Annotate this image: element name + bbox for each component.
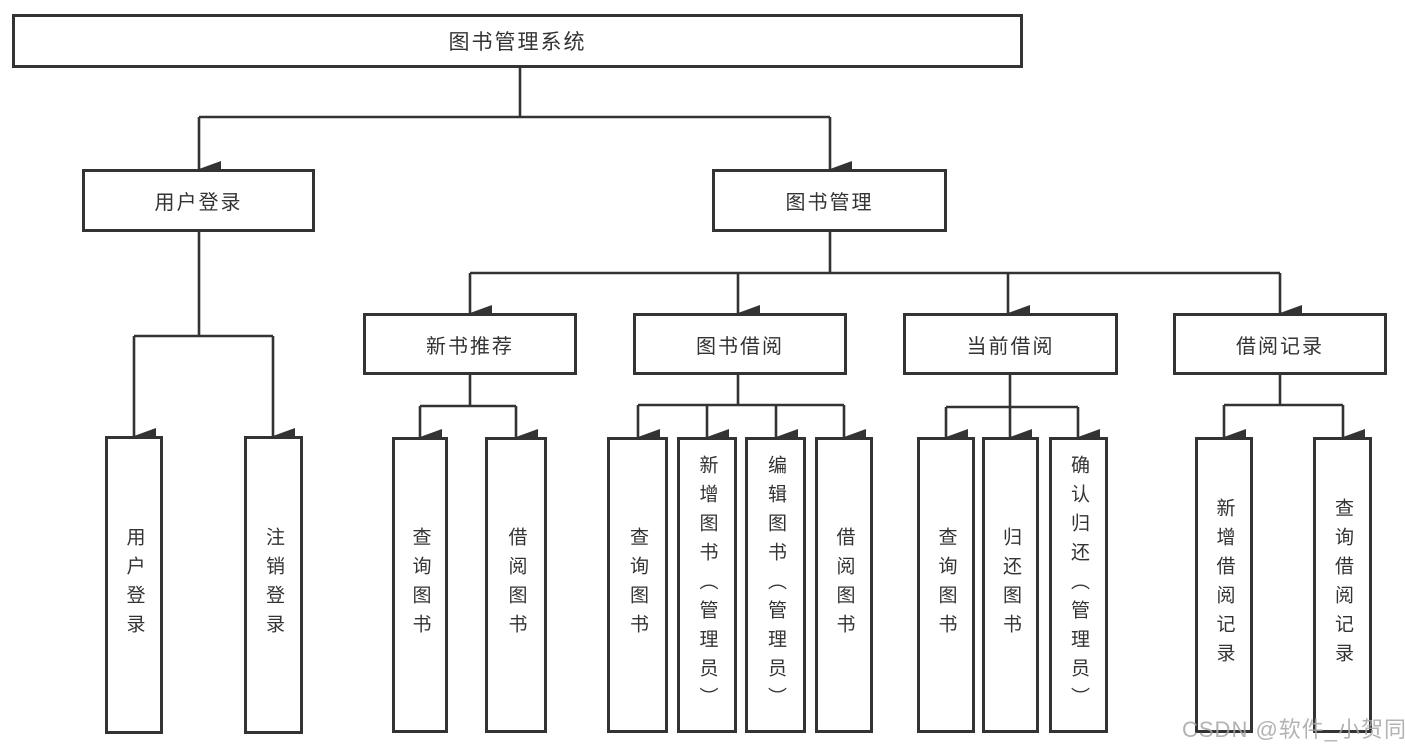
node-root-label: 图书管理系统 xyxy=(448,31,587,54)
node-leaf-edit-books-admin-label: 编辑图书（管理员） xyxy=(765,454,786,716)
node-user-login: 用户登录 xyxy=(82,169,315,232)
node-leaf-query-borrow-record: 查询借阅记录 xyxy=(1313,437,1372,733)
node-leaf-borrow-books-label: 借阅图书 xyxy=(833,527,855,643)
node-leaf-return-books-label: 归还图书 xyxy=(1000,527,1021,643)
node-leaf-borrow-query-books-label: 查询图书 xyxy=(627,527,648,643)
node-leaf-add-borrow-record-label: 新增借阅记录 xyxy=(1213,498,1235,672)
node-borrow-records-label: 借阅记录 xyxy=(1236,335,1324,358)
node-leaf-current-query-books: 查询图书 xyxy=(917,437,975,733)
node-leaf-recommend-query-books: 查询图书 xyxy=(392,437,448,733)
node-leaf-logout: 注销登录 xyxy=(244,436,303,734)
watermark: CSDN @软件_小贺同学 xyxy=(1182,717,1405,742)
node-user-login-label: 用户登录 xyxy=(154,192,243,214)
node-leaf-return-books: 归还图书 xyxy=(982,437,1039,733)
node-leaf-recommend-query-books-label: 查询图书 xyxy=(409,527,431,643)
node-new-book-recommend: 新书推荐 xyxy=(363,313,577,375)
node-book-management: 图书管理 xyxy=(712,169,947,232)
node-current-borrow: 当前借阅 xyxy=(903,313,1118,375)
node-leaf-user-login: 用户登录 xyxy=(105,436,163,734)
node-root: 图书管理系统 xyxy=(12,14,1023,68)
node-book-borrow: 图书借阅 xyxy=(633,313,847,375)
node-book-management-label: 图书管理 xyxy=(785,192,874,214)
node-leaf-logout-label: 注销登录 xyxy=(263,527,284,643)
node-leaf-current-query-books-label: 查询图书 xyxy=(935,527,957,643)
node-leaf-confirm-return-admin: 确认归还（管理员） xyxy=(1049,437,1108,733)
node-leaf-add-borrow-record: 新增借阅记录 xyxy=(1195,437,1253,733)
node-current-borrow-label: 当前借阅 xyxy=(966,335,1055,358)
node-new-book-recommend-label: 新书推荐 xyxy=(426,335,514,358)
node-leaf-edit-books-admin: 编辑图书（管理员） xyxy=(745,437,806,733)
node-leaf-query-borrow-record-label: 查询借阅记录 xyxy=(1332,498,1353,672)
node-leaf-borrow-query-books: 查询图书 xyxy=(607,437,668,733)
node-leaf-recommend-borrow-books: 借阅图书 xyxy=(485,437,547,733)
node-leaf-confirm-return-admin-label: 确认归还（管理员） xyxy=(1068,454,1089,716)
node-book-borrow-label: 图书借阅 xyxy=(696,335,784,358)
node-leaf-user-login-label: 用户登录 xyxy=(123,527,145,643)
node-leaf-borrow-books: 借阅图书 xyxy=(815,437,873,733)
node-leaf-add-books-admin-label: 新增图书（管理员） xyxy=(696,454,718,716)
node-leaf-add-books-admin: 新增图书（管理员） xyxy=(677,437,737,733)
node-leaf-recommend-borrow-books-label: 借阅图书 xyxy=(505,527,527,643)
node-borrow-records: 借阅记录 xyxy=(1173,313,1387,375)
